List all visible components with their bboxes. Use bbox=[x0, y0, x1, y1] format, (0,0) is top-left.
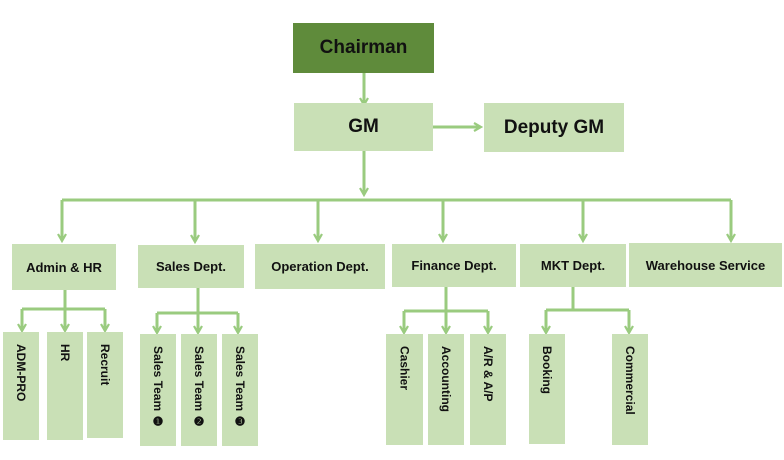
dept-operation-label: Operation Dept. bbox=[271, 259, 369, 274]
unit-sales-team-1: Sales Team ❶ bbox=[140, 334, 176, 446]
unit-cashier: Cashier bbox=[386, 334, 423, 445]
unit-recruit: Recruit bbox=[87, 332, 123, 438]
dept-operation: Operation Dept. bbox=[255, 244, 385, 289]
unit-sales-team-1-label: Sales Team ❶ bbox=[151, 346, 165, 429]
dept-mkt-label: MKT Dept. bbox=[540, 258, 606, 273]
dept-finance-label: Finance Dept. bbox=[411, 258, 497, 273]
dept-sales: Sales Dept. bbox=[138, 245, 244, 288]
unit-adm-pro-label: ADM-PRO bbox=[14, 344, 28, 402]
chairman-label: Chairman bbox=[319, 37, 408, 58]
unit-adm-pro: ADM-PRO bbox=[3, 332, 39, 440]
dept-finance: Finance Dept. bbox=[392, 244, 516, 287]
unit-commercial-label: Commercial bbox=[623, 346, 637, 415]
dept-sales-label: Sales Dept. bbox=[155, 259, 227, 274]
unit-sales-team-3: Sales Team ❸ bbox=[222, 334, 258, 446]
dept-warehouse: Warehouse Service bbox=[629, 243, 782, 287]
unit-booking: Booking bbox=[529, 334, 565, 444]
gm-label: GM bbox=[348, 116, 379, 137]
unit-accounting: Accounting bbox=[428, 334, 464, 445]
gm-box: GM bbox=[294, 103, 433, 151]
unit-sales-team-3-label: Sales Team ❸ bbox=[233, 346, 247, 429]
chairman-box: Chairman bbox=[293, 23, 434, 73]
unit-ar-ap: A/R & A/P bbox=[470, 334, 506, 445]
unit-hr-label: HR bbox=[58, 344, 72, 362]
unit-sales-team-2-label: Sales Team ❷ bbox=[192, 346, 206, 429]
unit-accounting-label: Accounting bbox=[439, 346, 453, 412]
unit-hr: HR bbox=[47, 332, 83, 440]
unit-commercial: Commercial bbox=[612, 334, 648, 445]
dept-mkt: MKT Dept. bbox=[520, 244, 626, 287]
unit-sales-team-2: Sales Team ❷ bbox=[181, 334, 217, 446]
dept-warehouse-label: Warehouse Service bbox=[645, 257, 766, 273]
unit-recruit-label: Recruit bbox=[98, 344, 112, 386]
unit-ar-ap-label: A/R & A/P bbox=[481, 346, 495, 402]
dept-admin-hr-label: Admin & HR bbox=[26, 259, 102, 275]
unit-booking-label: Booking bbox=[540, 346, 554, 394]
dept-admin-hr: Admin & HR bbox=[12, 244, 116, 290]
unit-cashier-label: Cashier bbox=[397, 346, 412, 391]
deputy-gm-label: Deputy GM bbox=[503, 116, 605, 138]
deputy-gm-box: Deputy GM bbox=[484, 103, 624, 152]
